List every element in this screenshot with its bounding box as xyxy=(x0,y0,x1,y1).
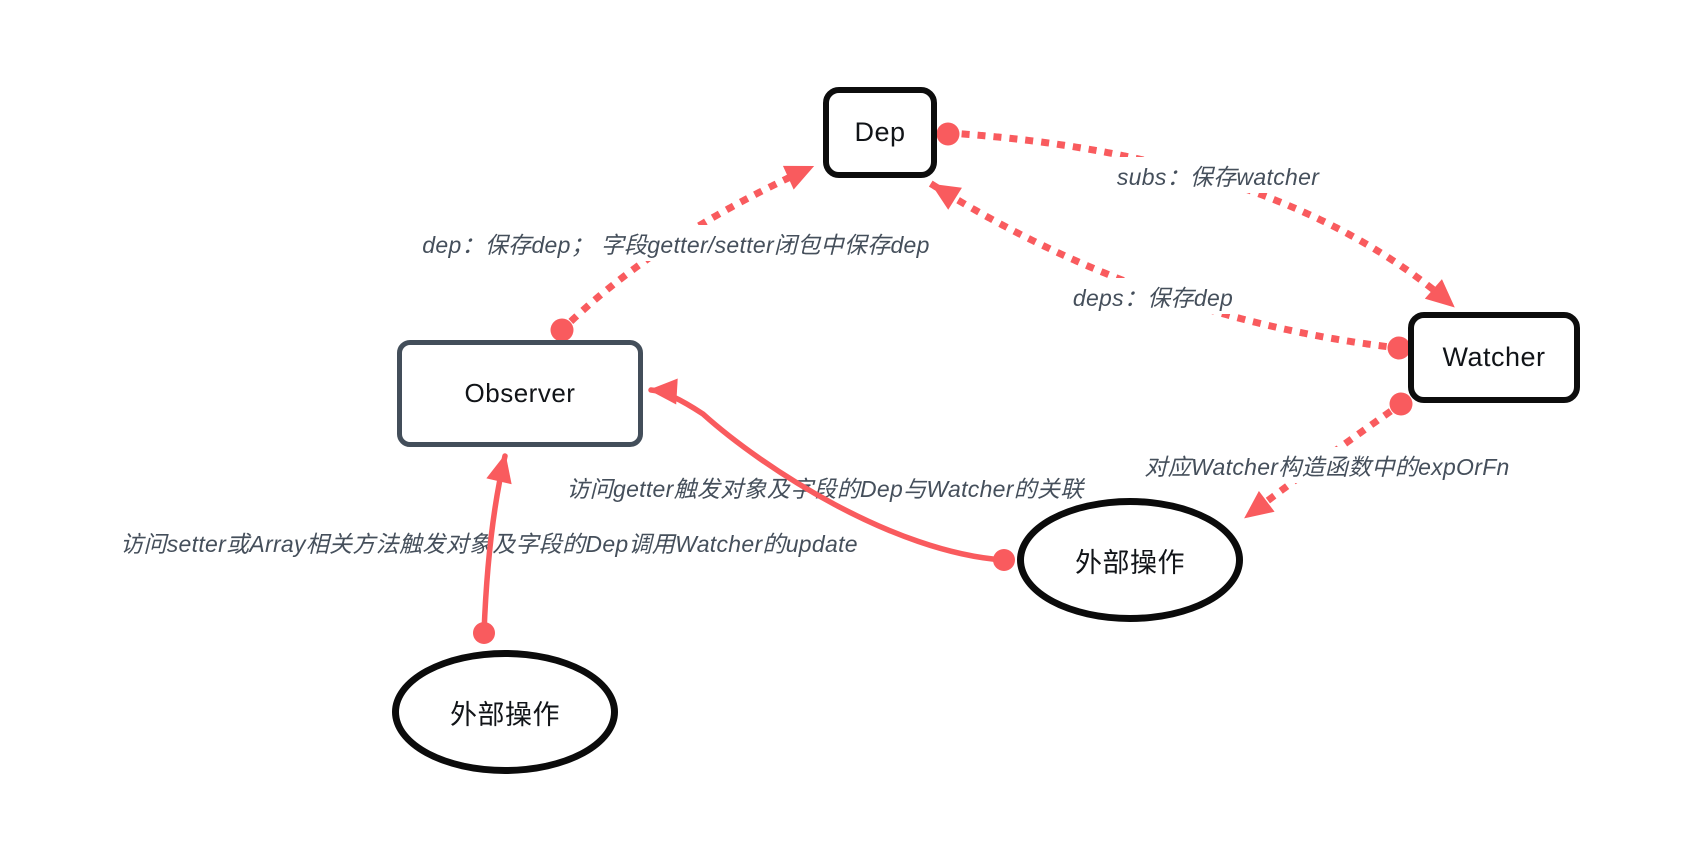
node-observer-label: Observer xyxy=(464,378,576,408)
node-external-operation-left-label: 外部操作 xyxy=(450,699,560,730)
node-external-operation-right: 外部操作 xyxy=(1017,498,1243,622)
edge-observer-to-dep-start-dot xyxy=(550,318,574,342)
edge-label-deps: deps：保存dep xyxy=(1066,278,1240,314)
node-external-operation-right-label: 外部操作 xyxy=(1075,547,1185,578)
edge-dep-to-watcher-start-dot xyxy=(936,122,960,146)
node-watcher-label: Watcher xyxy=(1442,342,1546,372)
edge-label-exporfn: 对应Watcher构造函数中的expOrFn xyxy=(1138,447,1516,483)
node-external-operation-left: 外部操作 xyxy=(392,650,618,774)
node-dep-label: Dep xyxy=(854,117,906,147)
edge-label-dep: dep：保存dep； 字段getter/setter闭包中保存dep xyxy=(416,225,936,261)
node-observer: Observer xyxy=(397,340,643,447)
edge-watcher-to-external-right-start-dot xyxy=(1389,392,1413,416)
edge-external-right-to-observer-start-dot xyxy=(993,549,1015,571)
edge-label-subs: subs：保存watcher xyxy=(1110,157,1326,193)
edge-label-getter: 访问getter触发对象及字段的Dep与Watcher的关联 xyxy=(566,476,1084,502)
node-watcher: Watcher xyxy=(1408,312,1580,403)
edge-label-setter: 访问setter或Array相关方法触发对象及字段的Dep调用Watcher的u… xyxy=(120,531,858,557)
edge-external-left-to-observer-start-dot xyxy=(473,622,495,644)
node-dep: Dep xyxy=(823,87,937,178)
edge-watcher-to-dep xyxy=(928,180,1403,352)
